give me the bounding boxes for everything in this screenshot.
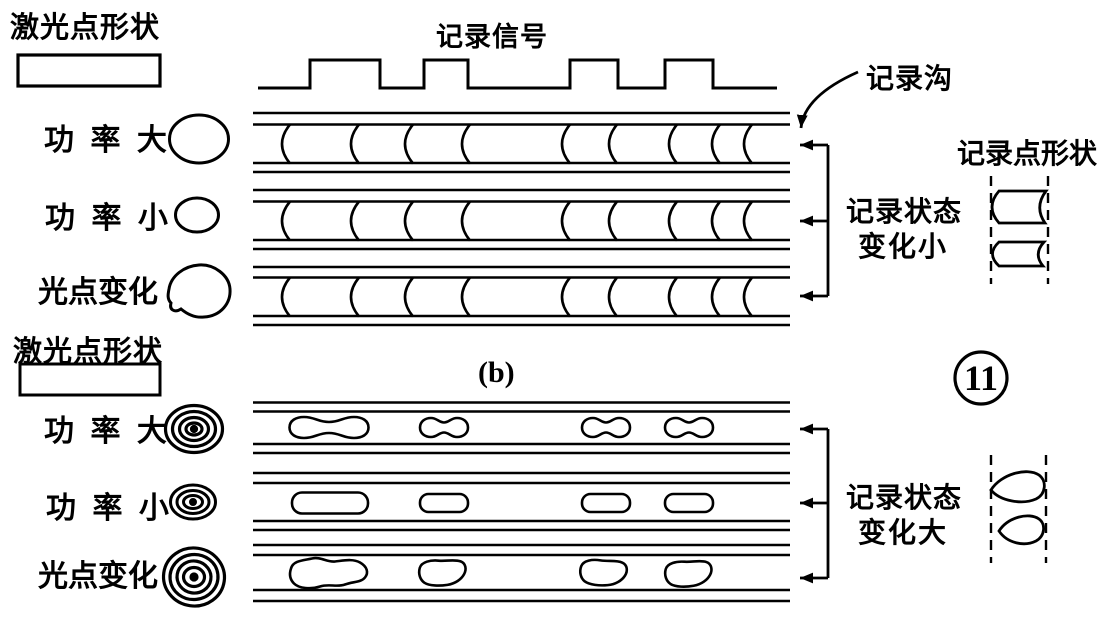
pit-mark bbox=[288, 415, 370, 440]
signal-waveform bbox=[258, 58, 777, 90]
teardrop-mark bbox=[989, 470, 1046, 504]
top-state-line1: 记录状态 bbox=[846, 195, 962, 228]
groove-arc bbox=[607, 123, 619, 165]
spot-change-rings-icon bbox=[161, 546, 227, 608]
bottom-laser-spot-title: 激光点形状 bbox=[13, 334, 163, 368]
groove-segment-mark bbox=[990, 189, 1049, 225]
bottom-state-bracket: 记录状态 变化大 bbox=[800, 423, 962, 584]
groove-arc bbox=[403, 200, 415, 242]
groove-arcs-row2 bbox=[280, 200, 754, 242]
panel-caption: (b) bbox=[478, 356, 515, 389]
groove-arc bbox=[667, 200, 679, 242]
pit-mark bbox=[580, 492, 632, 514]
bottom-state-line2: 变化大 bbox=[858, 516, 948, 549]
spot-change-blob-icon bbox=[166, 263, 232, 319]
power-large-spot-icon bbox=[168, 113, 230, 165]
groove-arc bbox=[667, 123, 679, 165]
power-small-label: 功 率 小 bbox=[46, 491, 172, 526]
spot-change-label: 光点变化 bbox=[38, 275, 158, 310]
mark-shape-title: 记录点形状 bbox=[957, 137, 1098, 170]
top-state-line2: 变化小 bbox=[858, 230, 948, 263]
power-small-spot-icon bbox=[174, 196, 220, 234]
groove-arc bbox=[349, 200, 361, 242]
top-laser-spot-title: 激光点形状 bbox=[10, 10, 160, 44]
groove-arc bbox=[560, 123, 572, 165]
groove-arc bbox=[280, 123, 292, 165]
pit-mark bbox=[580, 416, 632, 439]
groove-arc bbox=[560, 200, 572, 242]
power-small-rings-icon bbox=[169, 483, 217, 521]
groove-arc bbox=[403, 276, 415, 318]
groove-arc bbox=[607, 200, 619, 242]
groove-arrow bbox=[796, 70, 859, 129]
pit-mark bbox=[663, 558, 714, 589]
groove-arc bbox=[460, 123, 472, 165]
groove-arc bbox=[349, 123, 361, 165]
bottom-mark-shapes bbox=[989, 455, 1048, 563]
groove-arc bbox=[667, 276, 679, 318]
pit-mark bbox=[417, 558, 468, 588]
top-tracks bbox=[253, 111, 790, 327]
groove-arc bbox=[280, 200, 292, 242]
top-laser-legend: 激光点形状 功 率 大 功 率 小 光点变化 bbox=[10, 10, 232, 319]
power-large-rings-icon bbox=[163, 403, 225, 455]
groove-arc bbox=[607, 276, 619, 318]
pit-mark bbox=[288, 556, 369, 590]
power-large-label: 功 率 大 bbox=[44, 414, 170, 449]
groove-arc bbox=[460, 276, 472, 318]
groove-arc bbox=[710, 123, 722, 165]
laser-spot-rect-icon bbox=[16, 53, 162, 88]
power-large-label: 功 率 大 bbox=[44, 123, 170, 158]
pit-marks-row2 bbox=[290, 491, 715, 515]
figure-number-badge: 11 bbox=[953, 350, 1009, 406]
groove-arc bbox=[710, 200, 722, 242]
figure-number: 11 bbox=[964, 358, 998, 398]
teardrop-mark bbox=[997, 514, 1045, 546]
groove-label: 记录沟 bbox=[866, 62, 953, 95]
groove-arc bbox=[560, 276, 572, 318]
groove-arc bbox=[742, 123, 754, 165]
groove-arc bbox=[742, 276, 754, 318]
groove-segment-mark bbox=[991, 240, 1048, 268]
groove-arc bbox=[460, 200, 472, 242]
pit-marks-row1 bbox=[288, 415, 715, 440]
laser-spot-rect-icon bbox=[18, 362, 162, 397]
pit-marks-row3 bbox=[288, 556, 714, 590]
bottom-laser-legend: 激光点形状 功 率 大 功 率 小 光点变化 bbox=[13, 334, 227, 608]
bottom-state-line1: 记录状态 bbox=[846, 481, 962, 514]
spot-change-label: 光点变化 bbox=[38, 559, 158, 594]
groove-arcs-row1 bbox=[280, 123, 754, 165]
figure-number-circle bbox=[953, 350, 1009, 406]
pit-mark bbox=[663, 416, 715, 439]
groove-arc bbox=[710, 276, 722, 318]
groove-arcs-row3 bbox=[280, 276, 754, 318]
pit-mark bbox=[663, 492, 715, 514]
pit-mark bbox=[418, 416, 470, 439]
groove-arc bbox=[403, 123, 415, 165]
groove-arc bbox=[280, 276, 292, 318]
top-state-bracket: 记录状态 变化小 bbox=[800, 139, 962, 302]
groove-callout: 记录沟 bbox=[796, 62, 953, 129]
pit-mark bbox=[418, 492, 470, 514]
recording-signal: 记录信号 bbox=[258, 22, 777, 90]
pit-mark bbox=[290, 491, 370, 515]
top-mark-shapes: 记录点形状 bbox=[957, 137, 1098, 284]
signal-title: 记录信号 bbox=[436, 22, 548, 53]
groove-arc bbox=[742, 200, 754, 242]
groove-arc bbox=[349, 276, 361, 318]
bottom-tracks bbox=[253, 401, 790, 603]
power-small-label: 功 率 小 bbox=[45, 201, 171, 236]
pit-mark bbox=[578, 558, 629, 588]
